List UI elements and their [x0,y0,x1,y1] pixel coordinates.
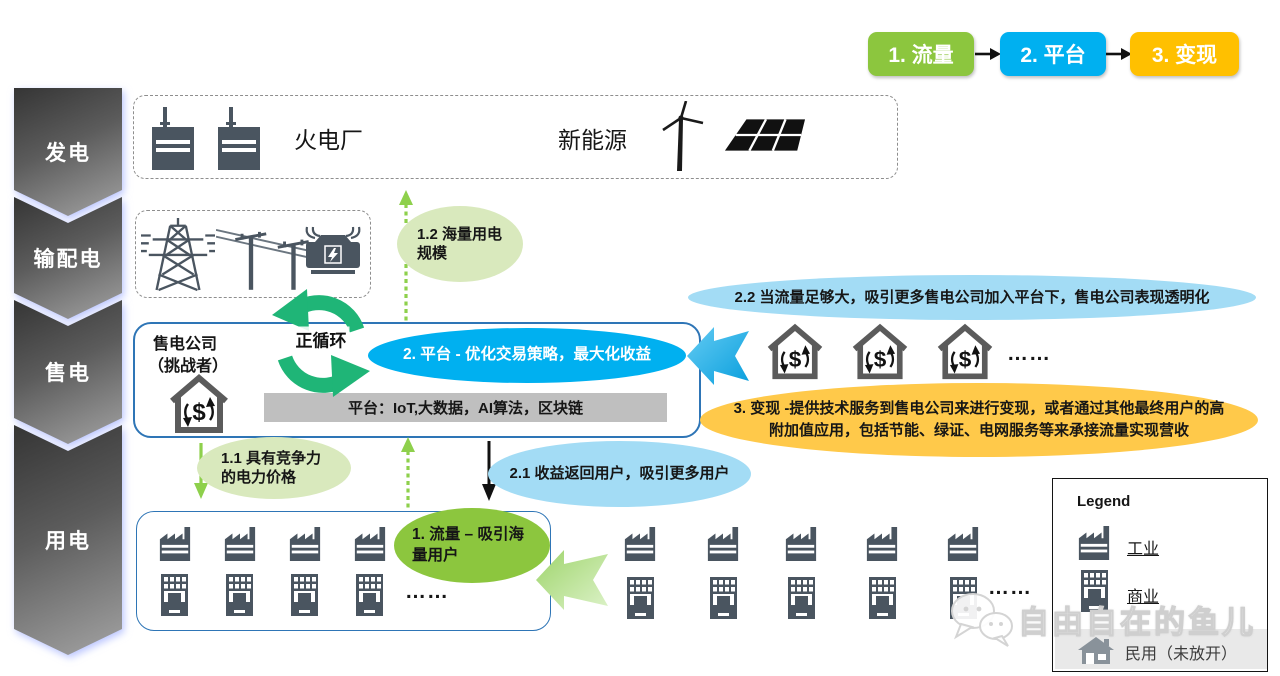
building-icon [226,573,253,617]
house-dollar-cycle-icon [763,319,827,381]
flow-step-platform: 2. 平台 [1000,32,1106,76]
bubble-text: 2. 平台 - 优化交易策略，最大化收益 [402,346,651,364]
factory-icon [1077,523,1111,561]
building-icon [356,573,383,617]
building-icon [869,576,896,620]
recycle-arrows-icon [272,289,370,397]
seller-company-label: 售电公司 [153,336,218,353]
legend-box: Legend 工业 商业 民用（未放开） [1052,478,1268,672]
right-arrow-icon [975,48,1001,60]
wechat-logo-icon [948,589,1018,649]
power-plant-icon [151,107,195,171]
ellipsis-houses: …… [1007,342,1051,365]
factory-icon [223,524,257,562]
blue-left-arrow [687,327,749,385]
cycle-label: 正循环 [292,326,350,352]
bubble-3: 3. 变现 -提供技术服务到售电公司来进行变现，或者通过其他最终用户的高附加值应… [700,383,1258,457]
positive-cycle: 正循环 [257,282,385,406]
building-icon [788,576,815,620]
watermark-text: 自由自在的鱼儿 [1017,604,1256,640]
house-dollar-cycle-icon [933,319,997,381]
flow-step-label: 3. 变现 [1151,44,1218,67]
generation-box: 火电厂 新能源 [133,95,898,179]
legend-title: Legend [1077,493,1131,510]
seller-challenger-label: （挑战者） [148,358,229,375]
legend-row-residential: 民用（未放开） [1055,629,1267,669]
legend-label-commercial: 商业 [1127,589,1160,606]
platform-bubble: 2. 平台 - 优化交易策略，最大化收益 [368,328,686,383]
flow-step-monetize: 3. 变现 [1130,32,1239,76]
seller-platform-box: 售电公司 （挑战者） 2. 平台 - 优化交易策略，最大化收益 平台：IoT,大… [133,322,701,438]
chain-stage-transmission: 输配电 [14,197,122,319]
factory-icon [158,524,192,562]
green-left-arrow [536,550,608,610]
power-plant-icon [217,107,261,171]
bubble-2-1: 2.1 收益返回用户，吸引更多用户 [488,441,751,507]
chain-stage-generation: 发电 [14,88,122,216]
house-dollar-cycle-icon [165,368,233,436]
chain-stage-label: 售电 [45,362,91,385]
flow-step-label: 2. 平台 [1020,44,1086,67]
bubble-text: 3. 变现 -提供技术服务到售电公司来进行变现，或者通过其他最终用户的高附加值应… [733,399,1225,440]
legend-label-industrial: 工业 [1127,541,1160,558]
platform-tech-text: 平台：IoT,大数据，AI算法，区块链 [348,400,583,417]
factory-icon [865,524,899,562]
chain-stage-label: 输配电 [33,248,103,271]
renewable-label: 新能源 [558,127,627,153]
bubble-text: 1.2 海量用电规模 [417,225,503,263]
building-icon [710,576,737,620]
bubble-1-1: 1.1 具有竞争力的电力价格 [197,437,351,499]
building-icon [161,573,188,617]
factory-icon [353,524,387,562]
platform-tech-bar: 平台：IoT,大数据，AI算法，区块链 [264,393,667,422]
factory-icon [288,524,322,562]
legend-label-residential: 民用（未放开） [1125,646,1238,663]
bubble-text: 1. 流量 – 吸引海量用户 [412,526,524,564]
thermal-plant-label: 火电厂 [294,127,363,153]
bubble-text: 2.2 当流量足够大，吸引更多售电公司加入平台下，售电公司表现透明化 [734,288,1210,306]
wind-turbine-icon [653,101,709,173]
flow-step-label: 1. 流量 [888,44,954,67]
transformer-icon [301,226,365,282]
factory-icon [706,524,740,562]
chain-stage-consumption: 用电 [14,425,122,655]
chain-stage-retail: 售电 [14,300,122,444]
building-icon [627,576,654,620]
bubble-1: 1. 流量 – 吸引海量用户 [394,508,550,583]
dashed-up-arrow [399,190,413,322]
flow-step-traffic: 1. 流量 [868,32,974,76]
house-dollar-cycle-icon [848,319,912,381]
factory-icon [946,524,980,562]
ellipsis-users-right: …… [988,576,1032,599]
building-icon [291,573,318,617]
ellipsis-users: …… [405,580,449,603]
dashed-up-arrow [401,437,415,513]
bubble-text: 2.1 收益返回用户，吸引更多用户 [509,465,730,483]
chain-stage-label: 发电 [45,142,91,165]
right-arrow-icon [1106,48,1132,60]
chain-stage-label: 用电 [45,530,91,553]
factory-icon [623,524,657,562]
bubble-1-2: 1.2 海量用电规模 [397,206,523,282]
factory-icon [784,524,818,562]
solar-panel-icon [723,115,807,155]
bubble-text: 1.1 具有竞争力的电力价格 [221,449,322,487]
bubble-2-2: 2.2 当流量足够大，吸引更多售电公司加入平台下，售电公司表现透明化 [688,275,1256,320]
transmission-tower-icon [141,216,215,292]
transmission-box [135,210,371,298]
